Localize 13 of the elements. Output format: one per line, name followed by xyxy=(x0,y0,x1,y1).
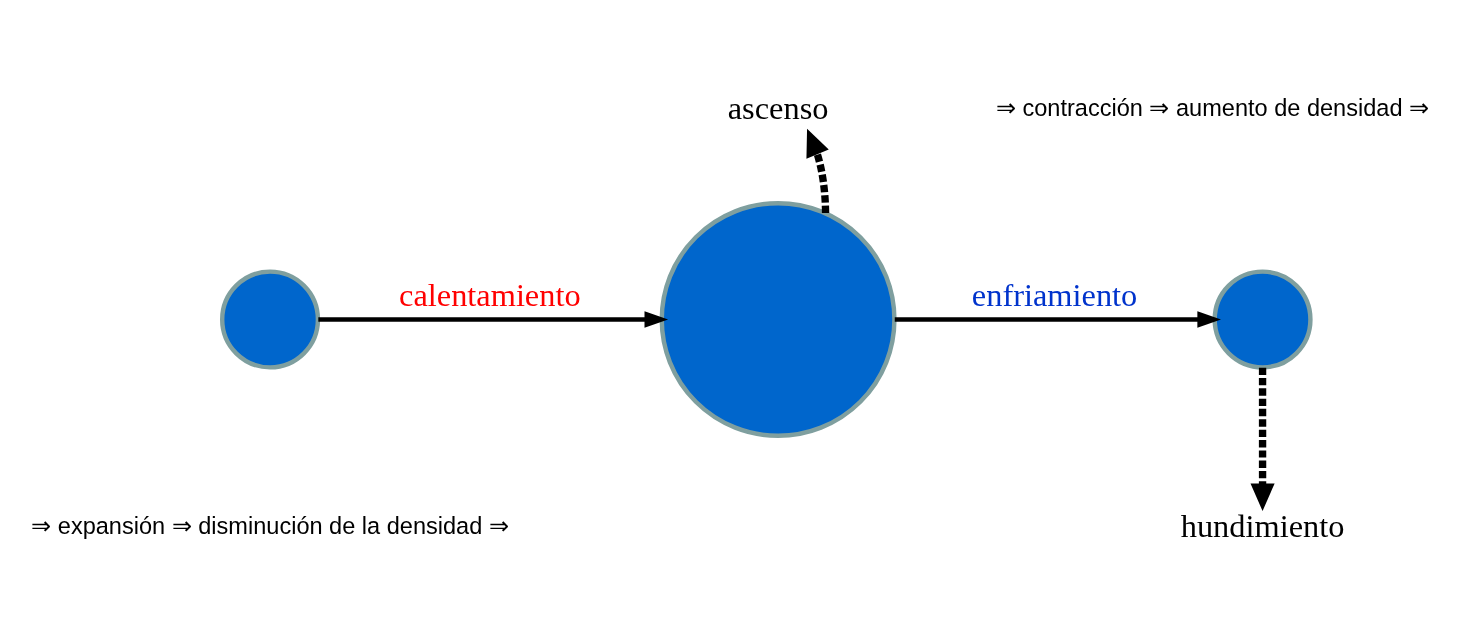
edge-label: enfriamiento xyxy=(971,276,1138,313)
arrow xyxy=(894,310,1221,328)
arrow xyxy=(1250,367,1275,511)
node-text: ascenso xyxy=(727,89,829,126)
arrow xyxy=(806,128,830,213)
node-circle xyxy=(659,200,897,438)
label: ⇒ expansión ⇒ disminución de la densidad ⇒ xyxy=(31,512,509,539)
node-circle xyxy=(220,268,321,370)
node-text: hundimiento xyxy=(1180,507,1345,544)
arrow xyxy=(318,310,669,328)
edge-label: calentamiento xyxy=(399,276,581,313)
node-circle xyxy=(1212,268,1313,370)
label: ⇒ contracción ⇒ aumento de densidad ⇒ xyxy=(995,94,1430,121)
